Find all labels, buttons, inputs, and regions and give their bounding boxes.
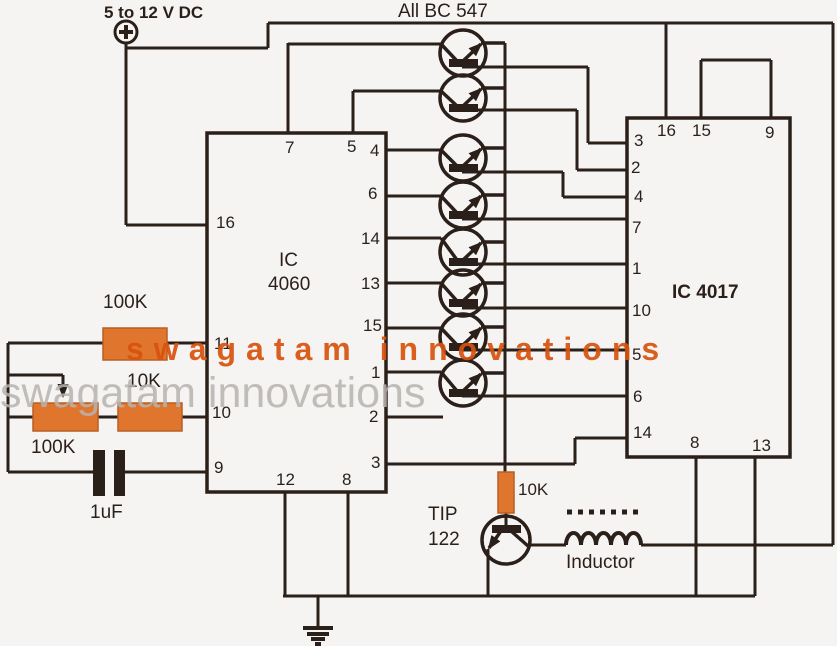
ic4017-pin-1: 1: [632, 259, 642, 278]
ground-symbol-icon: [303, 596, 333, 646]
ic4060-top-pin-wires: [286, 42, 441, 133]
tip122-label-line1: TIP: [428, 504, 458, 525]
ic4017-pin-5: 5: [632, 345, 642, 364]
ic4017-pin-2: 2: [631, 158, 641, 177]
supply-rails: [124, 21, 835, 545]
ic4017-title: IC 4017: [672, 282, 739, 303]
ic4017-pin-6: 6: [633, 387, 643, 406]
ic4060-title-line1: IC: [279, 250, 298, 271]
ground-rail-wires: [283, 457, 757, 598]
resistor-10k-label: 10K: [127, 371, 161, 392]
ic4017-pin-8: 8: [690, 433, 700, 452]
resistor-10k-base: [497, 471, 515, 514]
ic4060-pin-4: 4: [370, 141, 380, 160]
capacitor-1uf: [93, 450, 125, 496]
ic4060-pin-8: 8: [342, 470, 352, 489]
ic4060-pin-7: 7: [285, 138, 295, 157]
ic4017-pin-7: 7: [632, 218, 642, 237]
cap-1uf-label: 1uF: [90, 502, 123, 523]
ic4060-pin-1: 1: [371, 363, 381, 382]
resistor-100k: [102, 327, 168, 361]
ic4060-pin-15: 15: [363, 316, 382, 335]
ic4060-pin-11: 11: [214, 334, 232, 353]
ic4017-body: [625, 116, 792, 459]
ic4060-body: [205, 131, 388, 494]
transistor-group-label: All BC 547: [398, 1, 488, 22]
transistor-symbol: [438, 133, 505, 183]
ic4017-pin-16: 16: [657, 121, 676, 140]
ic4060-pin-10: 10: [212, 403, 231, 422]
ic4060-pin-9: 9: [214, 458, 224, 477]
watermark-orange: swagatam innovations: [126, 331, 670, 367]
inductor-symbol: [564, 509, 833, 547]
ic4017-pin-15: 15: [692, 121, 711, 140]
resistor-10k-base-label: 10K: [518, 480, 549, 499]
rc-network-wires: [6, 341, 207, 474]
ic4060-right-pin-wires: [386, 148, 627, 466]
transistor-symbol: [438, 268, 505, 318]
ic4017-pin-3: 3: [634, 131, 644, 150]
watermark-gray: swagatam innovations: [0, 369, 426, 417]
ic4060-pin-16: 16: [216, 213, 235, 232]
ic4060-title-line2: 4060: [268, 274, 311, 295]
positive-supply-terminal-icon: [113, 19, 139, 45]
transistor-to-ic4017-wires: [462, 65, 627, 398]
inductor-label: Inductor: [566, 552, 635, 573]
ic4017-pin-10: 10: [632, 301, 651, 320]
ic4060-pin-13: 13: [361, 274, 380, 293]
ic4017-pin-14: 14: [633, 423, 652, 442]
transistor-symbol: [438, 358, 505, 408]
ic4060-pin-2: 2: [369, 407, 379, 426]
potentiometer-100k: [32, 402, 99, 432]
ic4017-pin-13: 13: [752, 436, 771, 455]
ic4017-pin-9: 9: [765, 123, 775, 142]
transistor-symbol: [438, 180, 505, 230]
ic4060-pin-14: 14: [361, 229, 380, 248]
ic4060-pin-5: 5: [347, 137, 357, 156]
supply-voltage-label: 5 to 12 V DC: [104, 3, 204, 22]
bc547-transistor-symbols: [438, 28, 505, 408]
ic4060-pin-12: 12: [276, 470, 295, 489]
pot-100k-label: 100K: [31, 437, 76, 458]
tip122-label-line2: 122: [428, 529, 460, 550]
transistor-symbol: [438, 227, 505, 277]
resistor-10k: [117, 402, 183, 432]
ic4017-pin-4: 4: [634, 187, 644, 206]
resistor-100k-label: 100K: [103, 292, 148, 313]
ic4060-pin-6: 6: [368, 184, 378, 203]
transistor-symbol: [438, 73, 505, 123]
tip122-transistor-symbol: [480, 513, 566, 596]
ic4060-pin-3: 3: [371, 453, 381, 472]
transistor-symbol: [438, 28, 505, 78]
